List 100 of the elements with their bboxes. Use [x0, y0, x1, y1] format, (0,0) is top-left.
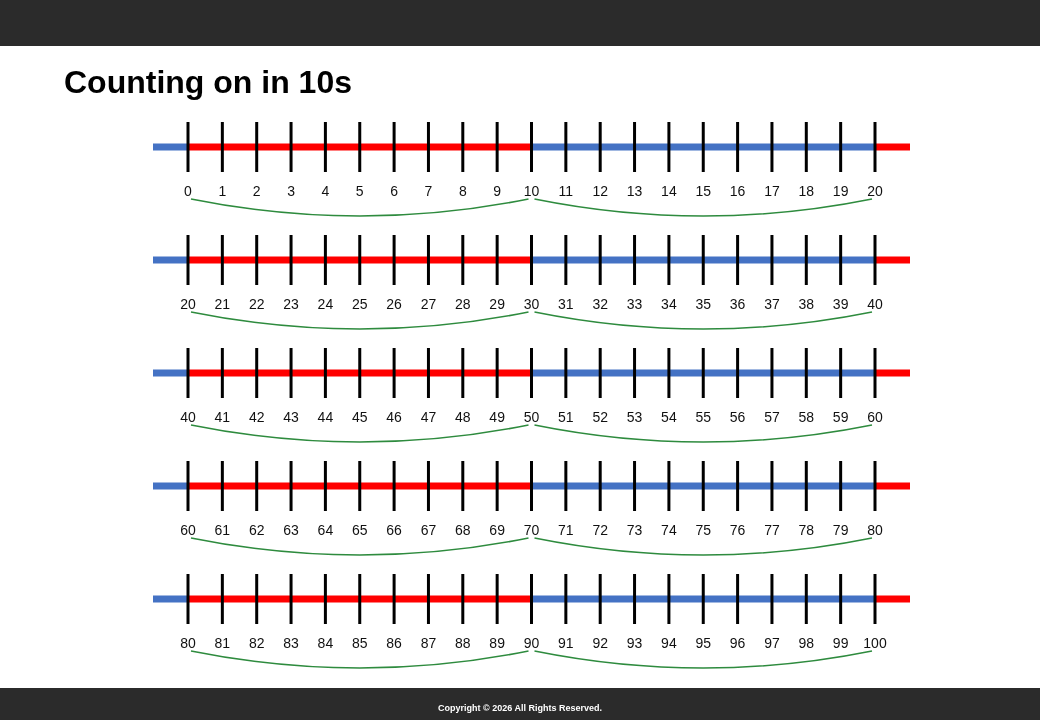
number-label: 23	[283, 296, 299, 312]
number-label: 35	[695, 296, 712, 312]
number-label: 81	[214, 635, 231, 651]
number-label: 86	[386, 635, 402, 651]
number-label: 45	[351, 409, 368, 425]
number-label: 22	[248, 296, 265, 312]
number-label: 42	[248, 409, 265, 425]
copyright-text: Copyright © 2026 All Rights Reserved.	[438, 703, 602, 713]
number-label: 12	[592, 183, 608, 199]
number-label: 31	[558, 296, 574, 312]
number-label: 30	[523, 296, 540, 312]
number-label: 97	[764, 635, 780, 651]
number-label: 41	[214, 409, 231, 425]
number-label: 54	[661, 409, 677, 425]
number-label: 74	[661, 522, 677, 538]
number-label: 3	[287, 183, 295, 199]
number-label: 14	[661, 183, 677, 199]
number-label: 94	[661, 635, 677, 651]
jump-arc	[533, 198, 873, 217]
jump-arc	[533, 311, 873, 330]
number-label: 73	[626, 522, 643, 538]
number-label: 33	[626, 296, 643, 312]
number-label: 69	[489, 522, 505, 538]
number-label: 76	[729, 522, 746, 538]
number-label: 72	[592, 522, 608, 538]
number-label: 78	[798, 522, 815, 538]
number-label: 98	[798, 635, 815, 651]
number-label: 21	[214, 296, 231, 312]
number-label: 88	[455, 635, 471, 651]
number-label: 63	[283, 522, 299, 538]
number-label: 83	[283, 635, 299, 651]
number-label: 47	[420, 409, 437, 425]
number-label: 38	[798, 296, 815, 312]
number-label: 9	[493, 183, 502, 199]
number-label: 2	[252, 183, 261, 199]
number-label: 17	[764, 183, 780, 199]
number-label: 40	[867, 296, 883, 312]
number-label: 20	[867, 183, 883, 199]
jump-arc	[190, 424, 530, 443]
number-label: 55	[695, 409, 712, 425]
number-label: 71	[558, 522, 574, 538]
number-label: 77	[764, 522, 780, 538]
number-label: 36	[729, 296, 746, 312]
number-label: 91	[558, 635, 574, 651]
number-label: 59	[832, 409, 849, 425]
number-label: 60	[867, 409, 883, 425]
number-label: 82	[248, 635, 265, 651]
number-label: 1	[218, 183, 227, 199]
number-label: 67	[420, 522, 437, 538]
number-label: 28	[455, 296, 471, 312]
number-label: 65	[351, 522, 368, 538]
number-label: 6	[390, 183, 398, 199]
number-label: 80	[867, 522, 883, 538]
number-label: 0	[184, 183, 192, 199]
number-label: 32	[592, 296, 608, 312]
number-label: 84	[317, 635, 334, 651]
number-label: 52	[592, 409, 608, 425]
number-label: 75	[695, 522, 712, 538]
number-label: 19	[832, 183, 849, 199]
jump-arc	[190, 311, 530, 330]
number-label: 25	[351, 296, 368, 312]
number-label: 85	[351, 635, 368, 651]
number-label: 37	[764, 296, 780, 312]
jump-arc	[533, 424, 873, 443]
number-label: 50	[523, 409, 540, 425]
number-label: 89	[489, 635, 505, 651]
number-label: 49	[489, 409, 505, 425]
number-label: 8	[458, 183, 467, 199]
number-label: 58	[798, 409, 815, 425]
number-label: 39	[832, 296, 849, 312]
number-label: 56	[729, 409, 746, 425]
number-label: 80	[180, 635, 196, 651]
number-label: 99	[832, 635, 849, 651]
number-label: 7	[424, 183, 433, 199]
number-label: 70	[523, 522, 540, 538]
number-label: 79	[832, 522, 849, 538]
number-label: 20	[180, 296, 196, 312]
number-label: 66	[386, 522, 402, 538]
title: Counting on in 10s	[64, 64, 352, 101]
number-label: 43	[283, 409, 299, 425]
jump-arc	[533, 537, 873, 556]
jump-arc	[190, 650, 530, 669]
number-label: 64	[317, 522, 334, 538]
number-label: 90	[523, 635, 540, 651]
number-label: 95	[695, 635, 712, 651]
number-label: 4	[321, 183, 330, 199]
number-label: 26	[386, 296, 402, 312]
number-label: 27	[420, 296, 437, 312]
number-label: 48	[455, 409, 471, 425]
number-label: 51	[558, 409, 574, 425]
jump-arc	[190, 198, 530, 217]
number-label: 34	[661, 296, 677, 312]
number-label: 96	[729, 635, 746, 651]
number-label: 68	[455, 522, 471, 538]
number-label: 62	[248, 522, 265, 538]
number-label: 11	[558, 183, 574, 199]
number-label: 93	[626, 635, 643, 651]
jump-arc	[190, 537, 530, 556]
number-label: 100	[863, 635, 887, 651]
number-label: 15	[695, 183, 712, 199]
